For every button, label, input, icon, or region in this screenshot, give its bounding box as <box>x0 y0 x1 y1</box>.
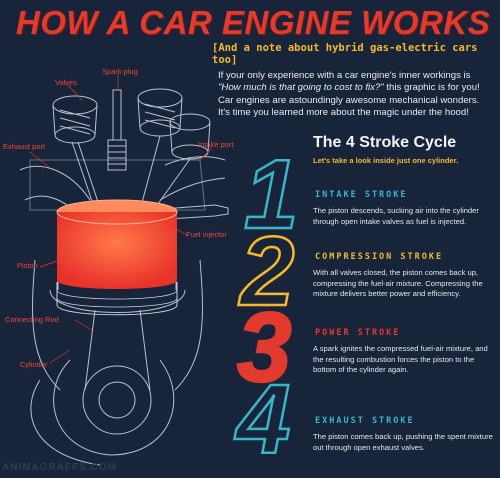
exhaust-valve-spring <box>52 95 101 211</box>
label-valves: Valves <box>55 78 77 87</box>
stroke-number-2: 2 <box>239 216 296 326</box>
intro-paragraph: If your only experience with a car engin… <box>218 70 488 120</box>
label-fuel-injector: Fuel injector <box>186 230 227 239</box>
stroke-heading-exhaust: EXHAUST STROKE <box>315 416 415 426</box>
label-exhaust-port: Exhaust port <box>3 142 46 151</box>
label-intake-port: Intake port <box>198 140 234 149</box>
stroke-number-4: 4 <box>235 364 292 474</box>
connecting-rod <box>30 309 175 466</box>
intro-line-1: If your only experience with a car engin… <box>218 70 471 81</box>
stroke-number-1: 1 <box>243 139 300 249</box>
intro-line-2: this graphic is for you! Car engines are… <box>218 82 480 119</box>
stroke-text-compression: With all valves closed, the piston comes… <box>313 268 483 299</box>
cycle-title: The 4 Stroke Cycle <box>313 134 457 151</box>
intro-quote: "How much is that going to cost to fix?" <box>218 82 384 94</box>
page-title: HOW A CAR ENGINE WORKS <box>15 4 491 41</box>
stroke-heading-intake: INTAKE STROKE <box>315 190 408 200</box>
engine-cutaway-diagram <box>19 74 229 466</box>
cycle-subtitle: Let's take a look inside just one cylind… <box>313 156 459 165</box>
watermark: ANIMAGRAFFS.COM <box>2 462 117 473</box>
stroke-heading-power: POWER STROKE <box>315 328 401 338</box>
stroke-text-power: A spark ignites the compressed fuel-air … <box>313 344 488 375</box>
page-subtitle: [And a note about hybrid gas-electric ca… <box>212 42 478 66</box>
stroke-heading-compression: COMPRESSION STROKE <box>315 252 444 262</box>
intake-port-pipe <box>159 156 226 201</box>
stroke-text-intake: The piston descends, sucking air into th… <box>313 206 479 226</box>
spark-plug <box>107 89 127 171</box>
fuel-injector <box>149 204 229 221</box>
label-cylinder: Cylinder <box>20 360 48 369</box>
stroke-number-3: 3 <box>236 292 293 402</box>
stroke-text-exhaust: The piston comes back up, pushing the sp… <box>313 432 493 452</box>
intake-valve-springs <box>137 88 211 216</box>
label-spark-plug: Spark plug <box>102 67 138 76</box>
label-connecting-rod: Connecting Rod <box>5 315 59 324</box>
piston-combustion-chamber <box>56 199 178 316</box>
label-piston: Piston <box>17 261 38 270</box>
